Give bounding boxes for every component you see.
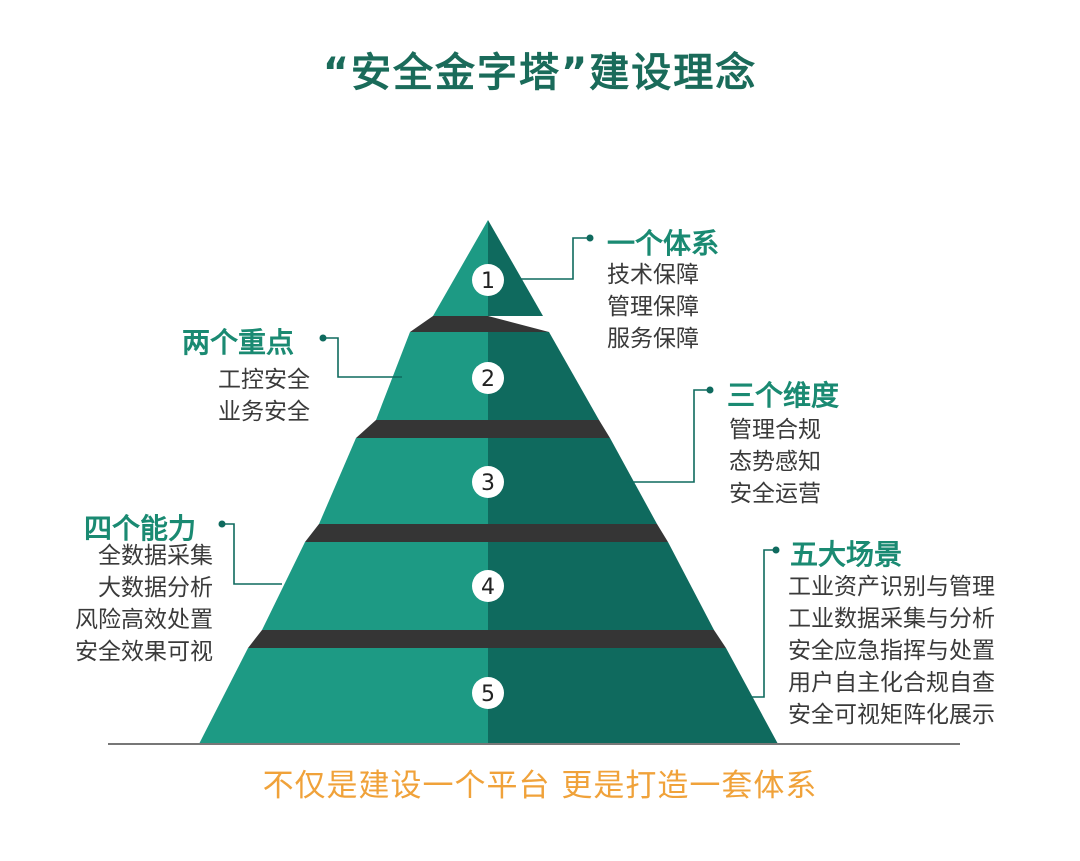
tier-1-right [488,220,543,316]
svg-text:2: 2 [481,367,495,392]
tier-5-right [488,648,778,744]
tier-2-left [376,332,488,420]
connector-1 [521,237,590,280]
tier-2-right [488,332,599,420]
tier-gap-2 [356,420,610,438]
tier-4-right [488,542,714,630]
level-1-items: 技术保障 管理保障 服务保障 [607,259,699,355]
svg-text:3: 3 [481,471,495,496]
connector-5 [743,549,776,698]
level-3-heading: 三个维度 [727,379,840,412]
connector-3 [626,389,710,483]
list-item: 风险高效处置 [75,607,213,633]
connector-dot-2 [319,334,327,342]
list-item: 安全运营 [729,481,821,507]
connector-4 [222,523,282,585]
list-item: 态势感知 [729,449,821,475]
tier-3-right [488,438,657,524]
list-item: 工业资产识别与管理 [788,574,995,600]
list-item: 安全效果可视 [75,639,213,665]
tier-number-4: 4 [472,570,504,602]
svg-text:5: 5 [481,682,495,707]
connector-dot-3 [706,386,714,394]
list-item: 安全可视矩阵化展示 [788,702,995,728]
tier-4-left [262,542,488,630]
list-item: 技术保障 [607,262,699,288]
level-5-items: 工业资产识别与管理 工业数据采集与分析 安全应急指挥与处置 用户自主化合规自查 … [788,571,995,731]
page-title: “安全金字塔”建设理念 [322,50,758,96]
list-item: 业务安全 [218,399,310,425]
tier-3-left [319,438,488,524]
tier-number-2: 2 [472,362,504,394]
level-3-items: 管理合规 态势感知 安全运营 [729,414,821,510]
level-5-heading: 五大场景 [790,538,903,571]
tier-gap-4 [248,630,726,648]
list-item: 大数据分析 [98,575,213,601]
level-4-items: 全数据采集 大数据分析 风险高效处置 安全效果可视 [20,540,213,668]
svg-text:4: 4 [481,575,495,600]
connector-dot-4 [218,520,226,528]
tier-number-3: 3 [472,466,504,498]
level-2-items: 工控安全 业务安全 [150,364,310,428]
svg-text:1: 1 [481,269,495,294]
tier-number-5: 5 [472,677,504,709]
list-item: 全数据采集 [98,543,213,569]
connector-dot-5 [772,546,780,554]
bottom-slogan: 不仅是建设一个平台 更是打造一套体系 [262,768,818,804]
list-item: 工控安全 [218,367,310,393]
list-item: 工业数据采集与分析 [788,606,995,632]
tier-1-left [433,220,488,316]
list-item: 管理合规 [729,417,821,443]
list-item: 管理保障 [607,294,699,320]
list-item: 安全应急指挥与处置 [788,638,995,664]
level-1-heading: 一个体系 [607,227,720,260]
tier-number-1: 1 [472,264,504,296]
connector-dot-1 [586,234,594,242]
tier-gap-1 [410,316,549,332]
level-4-heading: 四个能力 [84,512,197,545]
tier-5-left [199,648,488,744]
level-2-heading: 两个重点 [182,326,295,359]
list-item: 服务保障 [607,326,699,352]
connector-2 [323,337,402,378]
list-item: 用户自主化合规自查 [788,670,995,696]
tier-gap-3 [305,524,668,542]
